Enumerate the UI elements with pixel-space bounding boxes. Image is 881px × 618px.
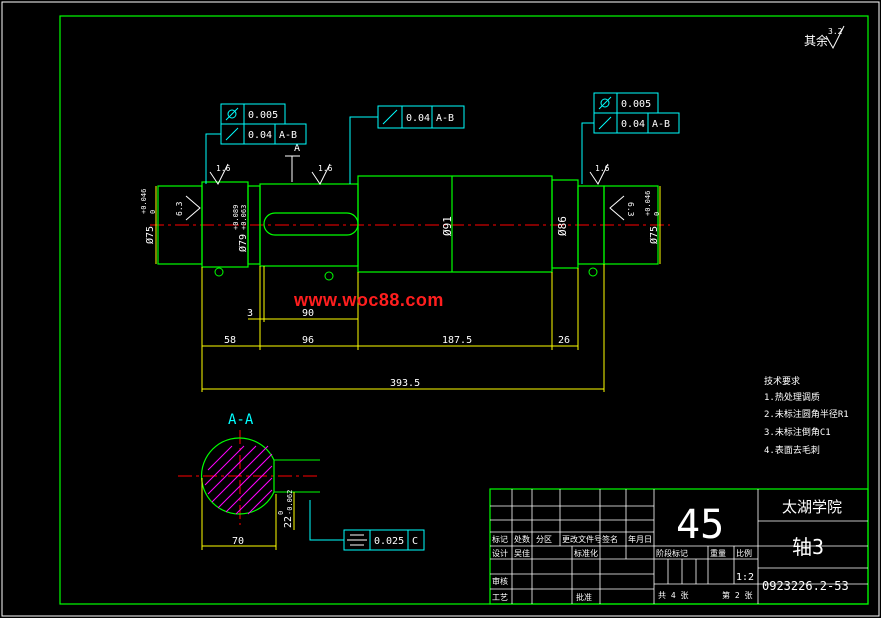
gdt-right-runout: 0.04 [621, 119, 645, 130]
section-symmetry-ref: C [412, 536, 418, 547]
roughness-top-left: 1.6 [216, 164, 231, 173]
gdt-right-cyl: 0.005 [621, 99, 651, 110]
corner-roughness: 其余 3.2 [804, 25, 845, 50]
institution-name: 太湖学院 [782, 498, 842, 516]
row-design-label: 设计 [492, 548, 508, 558]
header-cell-date: 年月日 [628, 534, 652, 544]
section-keyway-depth: 22 [283, 516, 294, 528]
dim-seg1: 58 [224, 335, 236, 346]
dim-key-offset: 3 [247, 308, 253, 319]
right-journal-tol2: 0 [653, 212, 661, 216]
row-process-label: 工艺 [492, 593, 508, 602]
material-text: 45 [676, 502, 724, 548]
roughness-marks-top [209, 163, 609, 185]
gdt-middle-ref: A-B [436, 113, 454, 124]
gdt-right [581, 92, 680, 184]
roughness-top-mid: 1.6 [318, 164, 333, 173]
tech-note-1: 1.热处理调质 [764, 391, 820, 403]
stage-label: 阶段标记 [656, 548, 688, 558]
right-journal-dimension: Ø75 +0.046 0 [644, 186, 661, 264]
right-journal-dia: Ø75 [648, 226, 660, 244]
header-cell-zone: 分区 [536, 535, 552, 544]
datum-a-label: A [294, 143, 300, 154]
section-a-a: A-A 70 22 0 -0.062 [178, 412, 425, 551]
gdt-left-ref: A-B [279, 130, 297, 141]
dim-seg3: 187.5 [442, 335, 472, 346]
left-journal-dimension: Ø75 +0.046 0 [140, 186, 157, 264]
row-check-label: 审核 [492, 576, 508, 586]
weight-label: 重量 [710, 548, 726, 558]
section-keyway-tol: 0 [277, 511, 285, 515]
part-name: 轴3 [792, 535, 824, 559]
dim-seg4: 26 [558, 335, 570, 346]
roughness-top-right: 1.6 [595, 164, 610, 173]
shaft-outline [157, 175, 659, 273]
left-journal-roughness: 6.3 [175, 195, 201, 221]
section-symmetry: 0.025 [374, 536, 404, 547]
left-journal-dia: Ø75 [144, 226, 156, 244]
section-label: A-A [228, 412, 254, 428]
key-seat-tol: +0.089 [232, 205, 240, 230]
header-cell-count: 处数 [514, 534, 530, 544]
dim-seg2: 96 [302, 335, 314, 346]
corner-roughness-label: 其余 [804, 33, 828, 48]
left-journal-tol: +0.046 [140, 189, 148, 214]
main-dia: Ø91 [441, 216, 454, 236]
inner-frame [59, 15, 869, 605]
datum-markers [214, 267, 598, 281]
header-cell-mark: 标记 [492, 534, 508, 544]
watermark: www.woc88.com [294, 290, 444, 310]
left-journal-tol2: 0 [149, 210, 157, 214]
corner-roughness-symbol [825, 25, 845, 50]
dim-total: 393.5 [390, 378, 420, 389]
right-journal-tol: +0.046 [644, 191, 652, 216]
tech-note-4: 4.表面去毛刺 [764, 444, 820, 456]
title-block: 45 太湖学院 轴3 0923226.2-53 1:2 标记 处数 分区 更改文… [489, 488, 869, 605]
scale-value: 1:2 [736, 572, 754, 583]
left-journal-roughness-value: 6.3 [175, 201, 184, 216]
header-cell-change: 更改文件号 [562, 534, 602, 544]
tech-note-2: 2.未标注圆角半径R1 [764, 408, 849, 420]
gdt-middle-runout: 0.04 [406, 113, 430, 124]
gdt-left [205, 103, 307, 184]
right-journal-roughness: 6.3 [609, 195, 635, 221]
section-width: 70 [232, 536, 244, 547]
key-seat-tol2: +0.063 [240, 205, 248, 230]
section-keyway-tol2: -0.062 [286, 490, 294, 515]
gdt-left-runout: 0.04 [248, 130, 272, 141]
tech-notes: 技术要求 1.热处理调质 2.未标注圆角半径R1 3.未标注倒角C1 4.表面去… [764, 375, 849, 456]
gdt-left-cyl: 0.005 [248, 110, 278, 121]
header-cell-sign: 签名 [602, 534, 618, 544]
drawing-number: 0923226.2-53 [762, 579, 849, 593]
sheet-total: 共 4 张 [658, 591, 688, 600]
sheet-no: 第 2 张 [722, 590, 752, 600]
row-standard-label: 标准化 [574, 548, 598, 558]
gdt-right-ref: A-B [652, 119, 670, 130]
key-seat-dimension: Ø79 +0.089 +0.063 [232, 205, 249, 252]
row-design-name: 吴佳 [514, 548, 530, 558]
right-journal-roughness-value: 6.3 [626, 202, 635, 217]
horizontal-dimensions [201, 264, 605, 392]
gdt-middle [349, 105, 465, 184]
scale-label: 比例 [736, 548, 752, 558]
datum-a: A [285, 143, 300, 182]
tech-note-3: 3.未标注倒角C1 [764, 426, 831, 438]
key-seat-dia: Ø79 [237, 234, 249, 252]
corner-roughness-value: 3.2 [828, 27, 843, 36]
right-shoulder-dia: Ø86 [556, 216, 569, 236]
tech-notes-heading: 技术要求 [764, 375, 800, 387]
dim-key-length: 90 [302, 308, 314, 319]
row-approve-label: 批准 [576, 592, 592, 602]
